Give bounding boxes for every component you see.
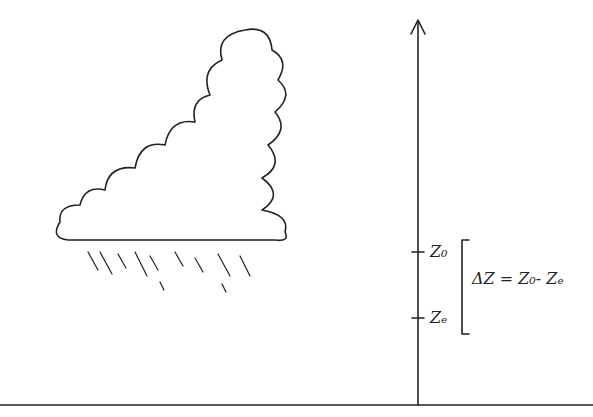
axis-arrowhead bbox=[411, 20, 425, 34]
cumulus-cloud bbox=[56, 29, 286, 240]
dimension-label: ΔZ = Z₀- Zₑ bbox=[472, 270, 564, 288]
tick-z0 bbox=[412, 251, 424, 253]
rain-streaks bbox=[88, 252, 250, 292]
delta-bracket bbox=[462, 240, 469, 334]
height-label: Zₑ bbox=[430, 309, 447, 327]
ground-line bbox=[0, 404, 593, 406]
tick-ze bbox=[412, 317, 424, 319]
height-axis bbox=[417, 22, 419, 405]
height-label: Z₀ bbox=[430, 243, 448, 261]
